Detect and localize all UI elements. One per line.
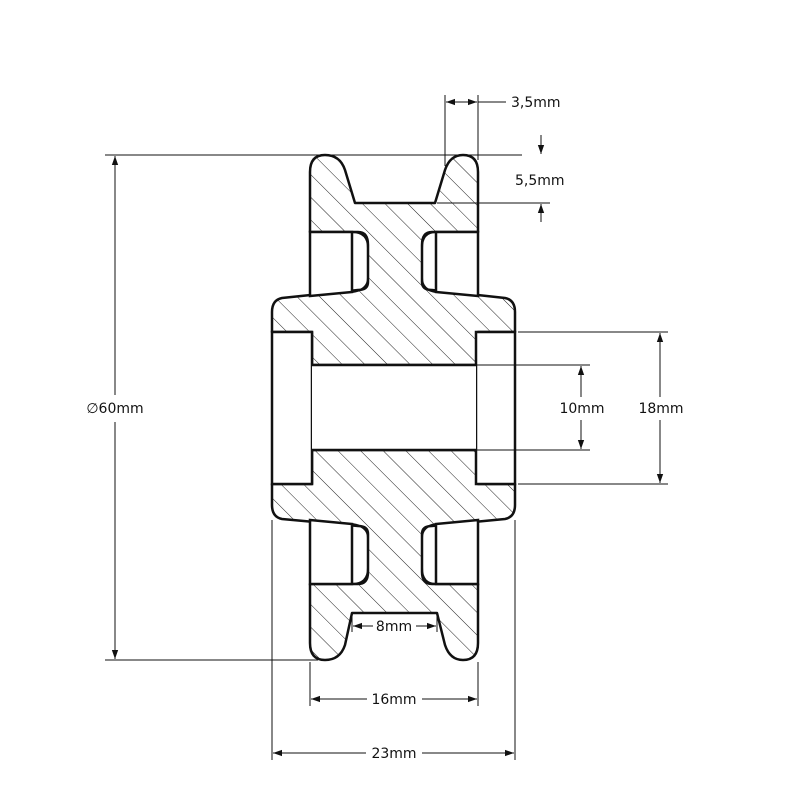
- lower-left-pocket: [308, 518, 354, 586]
- dim-bore-label: 10mm: [559, 401, 604, 417]
- dim-diameter-label: ∅60mm: [86, 401, 143, 417]
- pulley-body: [270, 153, 517, 662]
- dim-groove-depth-label: 5,5mm: [515, 173, 565, 189]
- dim-bearing-seat-label: 18mm: [638, 401, 683, 417]
- bore: [312, 365, 476, 450]
- dimension-lines: [105, 95, 668, 760]
- upper-right-pocket: [434, 230, 480, 298]
- dim-overall-width-label: 23mm: [371, 746, 416, 762]
- dimension-labels: ∅60mm 3,5mm 5,5mm 10mm 18mm 8mm 16mm 23m…: [86, 95, 683, 762]
- right-bearing-seat: [474, 330, 517, 486]
- dim-groove-top-label: 3,5mm: [511, 95, 561, 111]
- dim-groove-bottom-label: 8mm: [376, 619, 412, 635]
- upper-left-pocket: [308, 230, 354, 298]
- dim-hub-width-label: 16mm: [371, 692, 416, 708]
- lower-right-pocket: [434, 518, 480, 586]
- left-bearing-seat: [270, 330, 314, 486]
